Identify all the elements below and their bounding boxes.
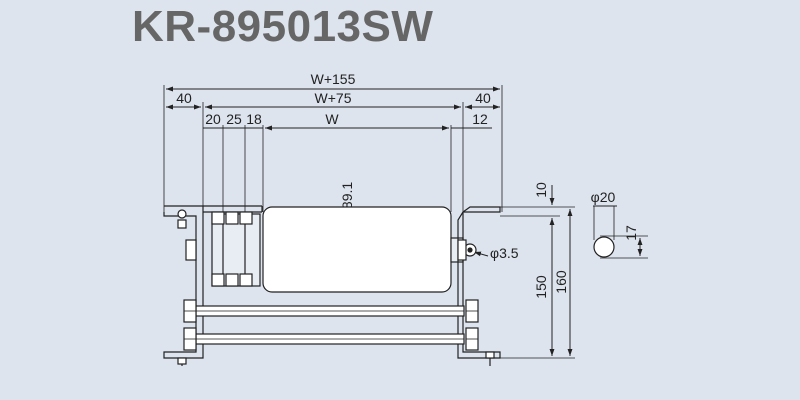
dim-overall-width: W+155 xyxy=(311,71,356,87)
dim-pin-diameter: φ20 xyxy=(591,189,616,205)
right-frame-bracket xyxy=(457,206,501,366)
roller xyxy=(262,206,464,293)
dim-shaft-hole: φ3.5 xyxy=(490,245,519,261)
dim-roller-width: W xyxy=(325,111,339,127)
pin-detail xyxy=(593,236,615,258)
dim-inner-width: W+75 xyxy=(315,90,352,106)
dim-frame-height-outer: 160 xyxy=(553,270,569,294)
dim-seg-a: 20 xyxy=(205,111,221,127)
dim-pin-width: 17 xyxy=(623,225,639,241)
cross-bars xyxy=(183,299,479,351)
dim-top-gap: 10 xyxy=(533,182,549,198)
dim-seg-c: 18 xyxy=(246,111,262,127)
dim-right-offset: 40 xyxy=(475,90,491,106)
dim-seg-b: 25 xyxy=(226,111,242,127)
left-frame-bracket xyxy=(163,205,263,366)
extension-lines xyxy=(163,85,648,359)
dim-frame-height-inner: 150 xyxy=(533,275,549,299)
product-title: KR-895013SW xyxy=(132,2,434,51)
dim-right-gap: 12 xyxy=(472,111,488,127)
dim-left-offset: 40 xyxy=(176,90,192,106)
